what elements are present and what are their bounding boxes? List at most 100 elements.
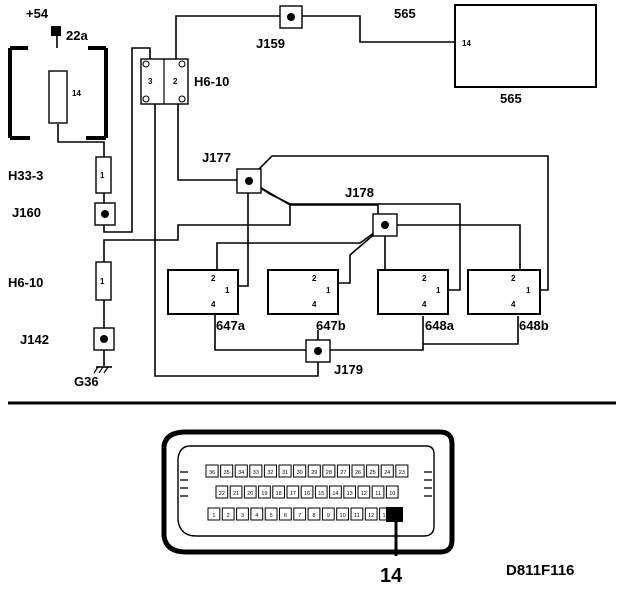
- connector-pin-middle-16: [300, 485, 314, 499]
- connector-pin-number: 29: [311, 470, 317, 476]
- coil-647a-label: 647a: [216, 318, 246, 333]
- connector-pin-number: 13: [382, 513, 388, 519]
- left-latch-ribs: [180, 471, 188, 497]
- wire-j178-647b-in: [338, 224, 386, 284]
- connector-pin-number: 32: [267, 470, 273, 476]
- coil-647b-label: 647b: [316, 318, 346, 333]
- connector-pin-top-33: [249, 464, 263, 478]
- h6-top-pin-3-label: 3: [148, 77, 153, 86]
- connector-pin-top-34: [234, 464, 248, 478]
- connector-pin-middle-15: [314, 485, 328, 499]
- connector-pin-number: 28: [326, 470, 332, 476]
- connector-pin-number: 25: [370, 470, 376, 476]
- connector-pin-top-35: [220, 464, 234, 478]
- h6-top-pin-2-label: 2: [173, 77, 178, 86]
- coil-648a: 2 1 4: [377, 269, 449, 315]
- connector-pin-number: 35: [224, 470, 230, 476]
- fuse-pin-label: 14: [72, 89, 81, 98]
- connector-pin-number: 7: [298, 513, 301, 519]
- connector-pin-number: 21: [233, 491, 239, 497]
- connector-pin-number: 1: [212, 513, 215, 519]
- h6-top-connector: [140, 58, 189, 105]
- connector-pin-bottom-9: [321, 507, 335, 521]
- j142-label: J142: [20, 332, 49, 347]
- connector-pin-number: 11: [354, 513, 360, 519]
- connector-pin-middle-20: [243, 485, 257, 499]
- ecu-bottom-label: 565: [500, 91, 522, 106]
- coil-647a-pin2: 2: [211, 274, 216, 283]
- connector-pin-middle-13: [343, 485, 356, 499]
- connector-pin-bottom-3: [236, 507, 249, 521]
- diagram-code: D811F116: [506, 562, 574, 579]
- connector-pin-number: 26: [355, 470, 361, 476]
- coil-648b: 2 1 4: [467, 269, 541, 315]
- coil-647b-pin2: 2: [312, 274, 317, 283]
- coil-648a-pin2: 2: [422, 274, 427, 283]
- connector-pin-top-32: [263, 464, 277, 478]
- connector-pin-number: 14: [332, 491, 338, 497]
- highlighted-pin-14: [386, 507, 403, 522]
- coil-647a-pin1: 1: [225, 286, 230, 295]
- connector-pin-top-36: [205, 464, 219, 478]
- wire-648a-j179: [318, 316, 424, 351]
- wire-j178-648b-in: [385, 224, 521, 282]
- connector-pin-top-29: [307, 464, 321, 478]
- connector-pin-number: 4: [255, 513, 258, 519]
- coil-648b-label: 648b: [519, 318, 549, 333]
- connector-pin-middle-22: [215, 485, 229, 499]
- coil-647b-pin4: 4: [312, 300, 317, 309]
- wire-648b-j179: [423, 316, 519, 345]
- connector-pin-bottom-7: [293, 507, 307, 521]
- connector-pin-top-26: [351, 464, 365, 478]
- wire-j160-h6top: [103, 47, 151, 233]
- connector-pin-bottom-2: [221, 507, 235, 521]
- connector-pin-bottom-10: [336, 507, 350, 521]
- connector-pin-number: 22: [219, 491, 225, 497]
- j179-node: [314, 347, 322, 355]
- connector-pin-number: 16: [304, 491, 310, 497]
- wire-h6pin2-j177: [177, 104, 248, 181]
- h6-left-label: H6-10: [8, 275, 43, 290]
- wire-j159-565: [291, 15, 455, 43]
- connector-pin-number: 36: [209, 470, 215, 476]
- h6-top-label: H6-10: [194, 74, 229, 89]
- connector-pin-number: 27: [340, 470, 346, 476]
- connector-pin-number: 2: [227, 513, 230, 519]
- connector-pin-top-25: [366, 464, 380, 478]
- connector-pin-bottom-1: [207, 507, 221, 521]
- wire-relay-h33: [57, 124, 105, 158]
- connector-pin-number: 17: [290, 491, 296, 497]
- j177-node: [245, 177, 253, 185]
- supply-pin-label: 22a: [66, 28, 88, 43]
- wire-h6pin3-j179: [154, 104, 319, 377]
- connector-pin-middle-18: [272, 485, 285, 499]
- connector-pin-top-28: [322, 464, 336, 478]
- connector-pin-number: 13: [347, 491, 353, 497]
- connector-pin-bottom-8: [307, 507, 321, 521]
- connector-pin-middle-19: [258, 485, 271, 499]
- connector-pin-number: 33: [253, 470, 259, 476]
- h6-left-pin-label: 1: [100, 277, 105, 286]
- h33-pin-label: 1: [100, 171, 105, 180]
- wire-j177-648b: [247, 155, 549, 291]
- wires: [56, 15, 549, 377]
- coil-648b-pin2: 2: [511, 274, 516, 283]
- j160-node: [101, 210, 109, 218]
- connector-pin-middle-14: [329, 485, 342, 499]
- fuse-relay-box: 14: [8, 46, 108, 140]
- connector-pin-middle-12: [357, 485, 371, 499]
- coil-648a-pin4: 4: [422, 300, 427, 309]
- connector-pin-bottom-6: [279, 507, 292, 521]
- connector-pin-bottom-12: [364, 507, 378, 521]
- connector-pin-top-27: [336, 464, 350, 478]
- ground-icon: [93, 366, 112, 374]
- connector-pin-number: 6: [284, 513, 287, 519]
- ecu-top-label: 565: [394, 6, 416, 21]
- connector-pin-number: 3: [241, 513, 244, 519]
- connector-pin-top-30: [293, 464, 307, 478]
- coil-648a-label: 648a: [425, 318, 455, 333]
- ecu-pin-label: 14: [462, 39, 471, 48]
- connector-pin-middle-11: [371, 485, 385, 499]
